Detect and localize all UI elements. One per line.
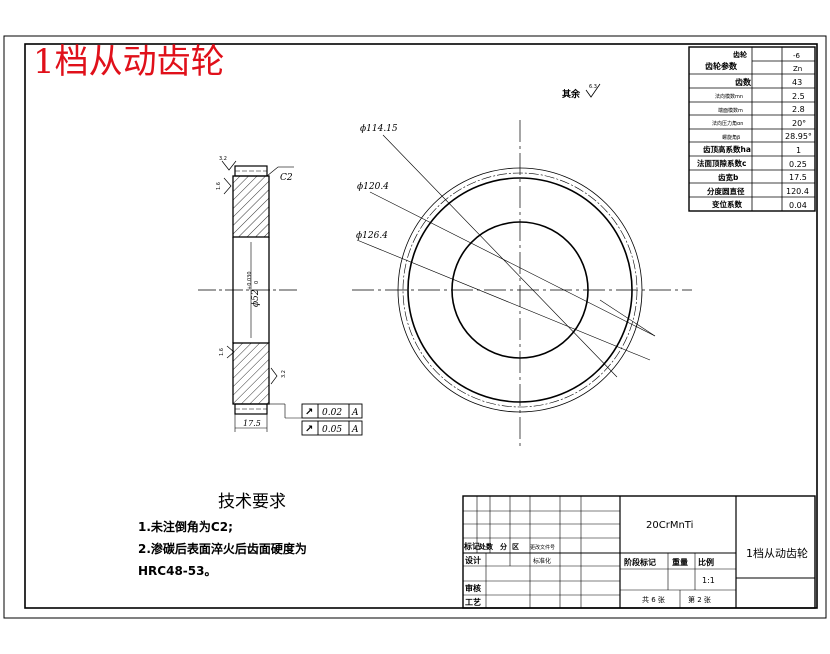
tb-di: 第 2 张 xyxy=(688,595,711,604)
bore-tol-upper: +0.030 xyxy=(247,271,253,290)
svg-text:A: A xyxy=(351,408,359,418)
svg-text:法向模数mn: 法向模数mn xyxy=(715,93,743,100)
svg-text:齿轮: 齿轮 xyxy=(733,50,747,59)
tech-req-line: 1.未注倒角为C2; xyxy=(138,519,233,534)
tb-biaoji: 标记 xyxy=(463,541,480,551)
tb-gongyi: 工艺 xyxy=(465,597,481,607)
tip-circle xyxy=(397,167,643,413)
svg-text:法向压力角αn: 法向压力角αn xyxy=(712,120,743,127)
tb-biaozhunhua: 标准化 xyxy=(533,557,551,565)
pitch-circle xyxy=(402,172,638,408)
diameter-label-3: ϕ126.4 xyxy=(356,231,388,241)
drawing-title: 1档从动齿轮 xyxy=(33,42,225,82)
front-view: ϕ114.15 ϕ120.4 ϕ126.4 xyxy=(352,120,692,450)
diameter-label-1: ϕ114.15 xyxy=(360,124,398,134)
tb-jieduan: 阶段标记 xyxy=(624,557,656,567)
tb-chushu: 处数 xyxy=(478,542,494,551)
runout-icon: ↗ xyxy=(305,407,313,418)
svg-text:1: 1 xyxy=(796,146,801,155)
tb-zhongliang: 重量 xyxy=(672,557,688,567)
chamfer-label: C2 xyxy=(280,173,293,183)
svg-text:A: A xyxy=(351,425,359,435)
bore-diameter: ϕ52 xyxy=(251,289,261,307)
svg-text:1.6: 1.6 xyxy=(219,348,225,356)
svg-text:1.6: 1.6 xyxy=(216,182,222,190)
tb-gengai: 更改文件号 xyxy=(530,544,555,551)
svg-text:120.4: 120.4 xyxy=(786,187,809,196)
svg-text:6.3: 6.3 xyxy=(589,84,597,90)
roughness-symbol-icon: 3.2 xyxy=(219,156,237,171)
svg-text:0.25: 0.25 xyxy=(789,160,807,169)
svg-text:2.5: 2.5 xyxy=(792,92,805,101)
svg-text:43: 43 xyxy=(792,78,802,87)
roughness-symbol-icon: 1.6 xyxy=(219,345,235,359)
material: 20CrMnTi xyxy=(646,520,693,531)
svg-text:-6: -6 xyxy=(793,52,801,60)
outer-frame xyxy=(3,35,827,619)
part-name: 1档从动齿轮 xyxy=(746,546,808,560)
tb-gong: 共 6 张 xyxy=(642,595,665,604)
svg-text:0.02: 0.02 xyxy=(322,408,342,418)
svg-text:17.5: 17.5 xyxy=(789,173,807,182)
roughness-other-label: 其余 xyxy=(562,88,581,100)
svg-text:齿顶高系数ha: 齿顶高系数ha xyxy=(703,144,751,154)
bore-tol-lower: 0 xyxy=(254,281,260,284)
tb-qu: 区 xyxy=(512,543,519,551)
param-table: 齿轮参数 齿轮 -6 Zn 齿数 43 法向模数mn 2.5 端面模数m 2.8… xyxy=(688,46,816,212)
svg-text:变位系数: 变位系数 xyxy=(712,199,742,209)
fcf-1: ↗ 0.02 A xyxy=(301,403,363,419)
root-circle xyxy=(407,177,633,403)
diameter-label-2: ϕ120.4 xyxy=(357,182,389,192)
title-block: 20CrMnTi 1档从动齿轮 标记 处数 分 区 更改文件号 设计 标准化 审… xyxy=(462,495,816,609)
bore-circle xyxy=(451,221,589,359)
svg-text:Zn: Zn xyxy=(793,65,802,73)
tb-fenqu: 分 xyxy=(500,542,507,551)
fcf-2: ↗ 0.05 A xyxy=(301,420,363,436)
tech-req-heading: 技术要求 xyxy=(218,492,286,512)
scale-value: 1:1 xyxy=(702,576,715,585)
roughness-symbol-icon: 1.6 xyxy=(216,177,232,195)
tech-req-line: 2.渗碳后表面淬火后齿面硬度为 xyxy=(138,541,307,556)
svg-text:3.2: 3.2 xyxy=(281,370,287,378)
svg-text:0.05: 0.05 xyxy=(322,425,342,435)
svg-text:2.8: 2.8 xyxy=(792,105,805,114)
svg-text:3.2: 3.2 xyxy=(219,156,227,162)
svg-text:分度圆直径: 分度圆直径 xyxy=(707,186,745,196)
svg-text:螺旋角β: 螺旋角β xyxy=(722,134,740,141)
svg-text:齿轮参数: 齿轮参数 xyxy=(705,61,738,71)
side-view: C2 3.2 1.6 1.6 3.2 ϕ52 +0.030 0 17.5 xyxy=(198,156,363,436)
tb-shenhe: 审核 xyxy=(465,583,481,593)
tech-req-line: HRC48-53。 xyxy=(138,564,216,578)
svg-text:齿数: 齿数 xyxy=(735,77,752,87)
svg-text:28.95°: 28.95° xyxy=(785,132,812,141)
width-dimension: 17.5 xyxy=(243,419,261,428)
svg-text:齿宽b: 齿宽b xyxy=(718,172,739,182)
tb-sheji: 设计 xyxy=(465,555,481,565)
roughness-symbol-icon: 3.2 xyxy=(270,367,287,385)
svg-text:0.04: 0.04 xyxy=(789,201,807,210)
svg-text:20°: 20° xyxy=(792,119,806,128)
roughness-symbol-icon: 6.3 xyxy=(585,83,601,98)
runout-icon: ↗ xyxy=(305,424,313,435)
inner-frame xyxy=(24,43,818,609)
svg-text:法面顶隙系数c: 法面顶隙系数c xyxy=(697,158,746,168)
tb-bili: 比例 xyxy=(698,557,714,567)
svg-text:端面模数m: 端面模数m xyxy=(718,107,743,114)
tech-requirements: 技术要求 1.未注倒角为C2; 2.渗碳后表面淬火后齿面硬度为 HRC48-53… xyxy=(138,492,307,578)
